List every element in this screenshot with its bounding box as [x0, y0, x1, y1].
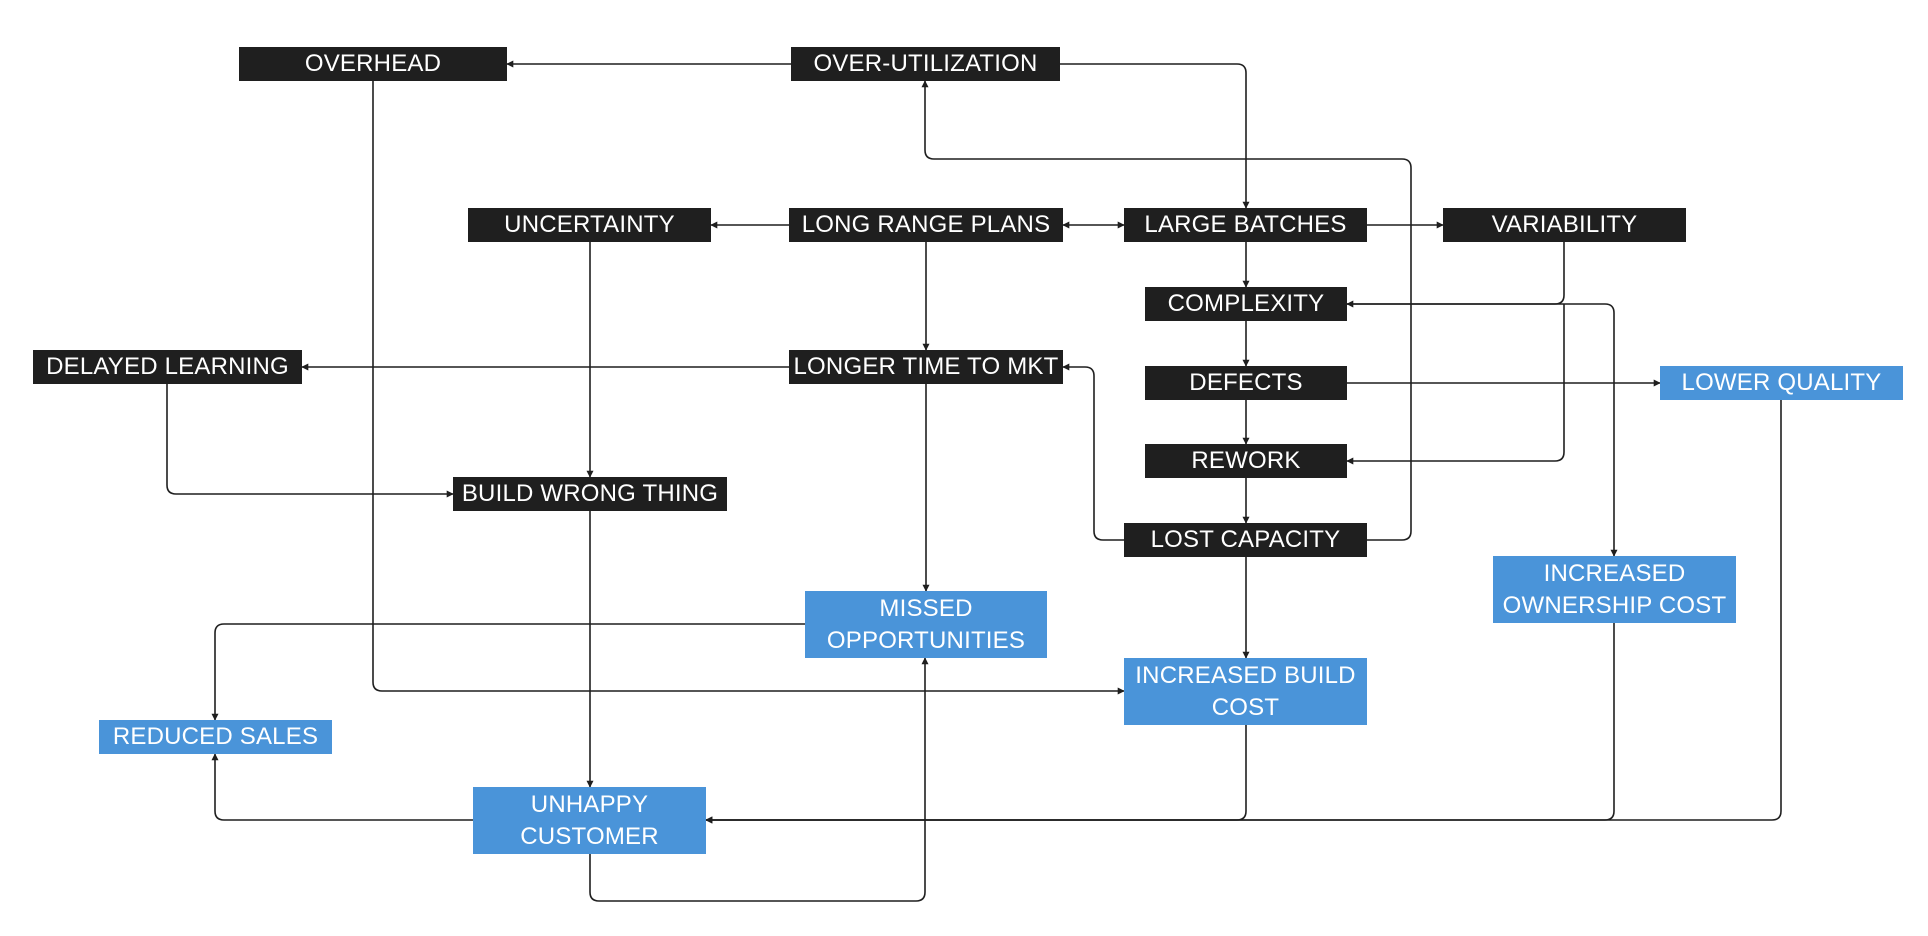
node-reduced-sales: REDUCED SALES [99, 720, 332, 754]
node-label: INCREASED BUILD [1135, 661, 1356, 689]
node-label: OPPORTUNITIES [826, 626, 1026, 654]
node-long-range-plans: LONG RANGE PLANS [789, 208, 1063, 242]
node-large-batches: LARGE BATCHES [1124, 208, 1367, 242]
node-label: DELAYED LEARNING [46, 353, 289, 380]
node-increased-ownership-cost: INCREASED OWNERSHIP COST [1493, 556, 1736, 623]
connector-unhappy-customer-to-missed-opportunities [589, 657, 929, 902]
node-label: LOWER QUALITY [1681, 369, 1882, 396]
node-label: INCREASED [1543, 559, 1686, 587]
node-label: BUILD WRONG THING [461, 480, 719, 507]
node-missed-opportunities: MISSED OPPORTUNITIES [805, 591, 1047, 658]
node-over-utilization: OVER-UTILIZATION [791, 47, 1060, 81]
node-label: UNHAPPY [530, 790, 649, 818]
node-label: OWNERSHIP COST [1502, 591, 1727, 619]
node-label: LARGE BATCHES [1144, 211, 1347, 238]
node-variability: VARIABILITY [1443, 208, 1686, 242]
node-label: VARIABILITY [1491, 211, 1638, 238]
node-delayed-learning: DELAYED LEARNING [33, 350, 302, 384]
node-label: COMPLEXITY [1167, 290, 1325, 317]
node-defects: DEFECTS [1145, 366, 1347, 400]
node-label: LONGER TIME TO MKT [793, 353, 1059, 380]
connector-unhappy-customer-to-reduced-sales [211, 753, 473, 821]
connector-variability-to-rework [1346, 304, 1565, 465]
node-lower-quality: LOWER QUALITY [1660, 366, 1903, 400]
node-rework: REWORK [1145, 444, 1347, 478]
connector-lost-capacity-to-over-utilization [921, 80, 1412, 541]
connector-increased-build-cost-to-unhappy-customer [705, 725, 1247, 824]
node-label: DEFECTS [1189, 369, 1303, 396]
node-label: UNCERTAINTY [504, 211, 675, 238]
node-unhappy-customer: UNHAPPY CUSTOMER [473, 787, 706, 854]
node-label: OVER-UTILIZATION [813, 50, 1038, 77]
node-label: OVERHEAD [304, 50, 442, 77]
connector-lower-quality-to-unhappy-customer [705, 400, 1782, 824]
connector-lost-capacity-to-longer-time-to-mkt [1062, 363, 1124, 541]
node-overhead: OVERHEAD [239, 47, 507, 81]
node-label: MISSED [879, 594, 973, 622]
node-increased-build-cost: INCREASED BUILD COST [1124, 658, 1367, 725]
connector-delayed-learning-to-build-wrong-thing [166, 384, 454, 498]
node-label: COST [1211, 693, 1280, 721]
node-lost-capacity: LOST CAPACITY [1124, 523, 1367, 557]
connector-complexity-to-increased-ownership-cost [1347, 303, 1618, 557]
node-complexity: COMPLEXITY [1145, 287, 1347, 321]
node-label: REWORK [1191, 447, 1301, 474]
connector-variability-to-complexity [1346, 242, 1565, 308]
node-label: LONG RANGE PLANS [801, 211, 1051, 238]
node-label: REDUCED SALES [112, 723, 319, 750]
node-build-wrong-thing: BUILD WRONG THING [453, 477, 727, 511]
node-longer-time-to-mkt: LONGER TIME TO MKT [789, 350, 1063, 384]
node-label: LOST CAPACITY [1150, 526, 1341, 553]
node-uncertainty: UNCERTAINTY [468, 208, 711, 242]
node-label: CUSTOMER [520, 822, 659, 850]
connector-overhead-to-increased-build-cost [372, 81, 1125, 695]
connector-over-utilization-to-large-batches [1060, 63, 1250, 209]
connector-missed-opportunities-to-reduced-sales [211, 623, 805, 721]
